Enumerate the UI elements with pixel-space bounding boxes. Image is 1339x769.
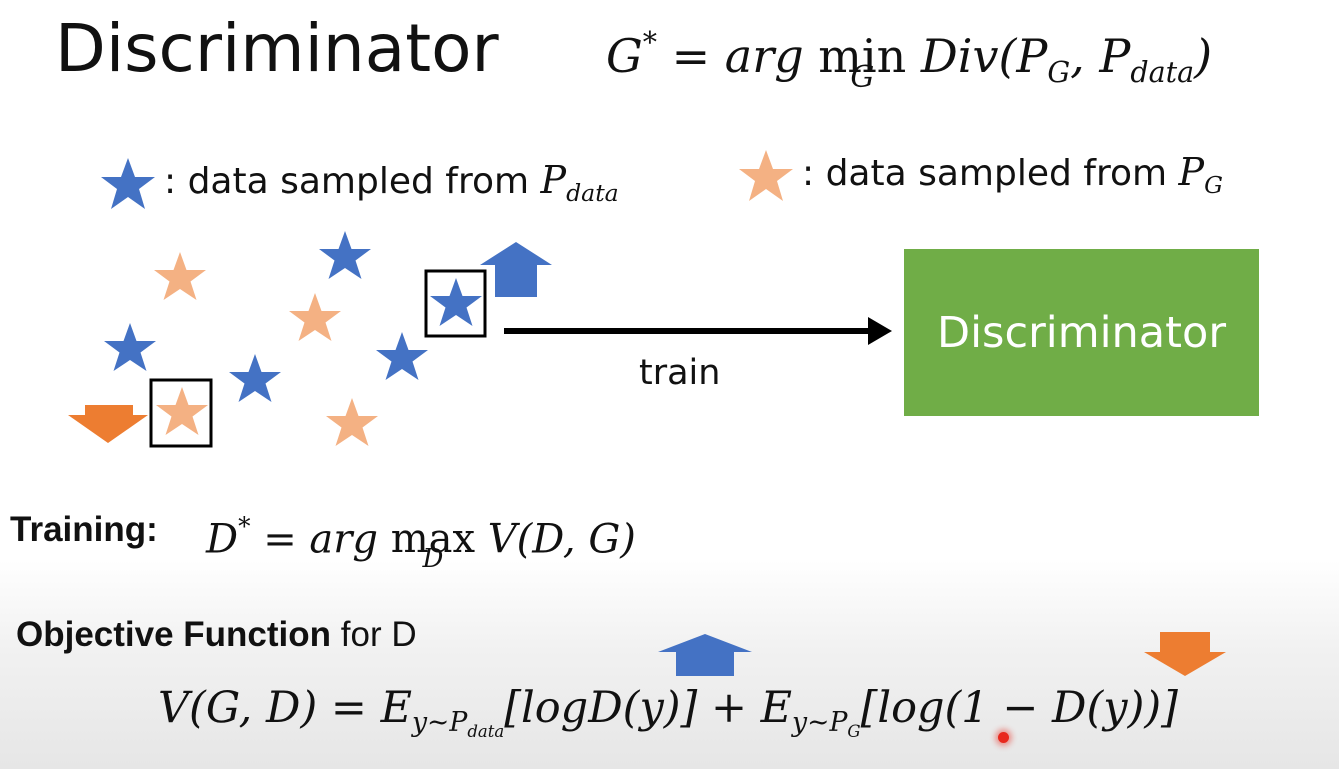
- orange-star-icon: [739, 150, 793, 201]
- training-label: Training:: [10, 510, 158, 549]
- generated-sample-star-icon: [326, 398, 378, 446]
- legend-generated-label: : data sampled from: [802, 153, 1179, 194]
- real-sample-star-icon: [104, 323, 156, 371]
- generated-sample-star-icon: [156, 387, 208, 435]
- legend-real-math: Pdata: [540, 158, 619, 208]
- laser-pointer-dot: [998, 732, 1009, 743]
- selected-real-sample-box: [424, 269, 487, 338]
- real-sample-star-icon: [376, 332, 428, 380]
- legend-generated-math: PG: [1178, 150, 1223, 200]
- minimize-term-arrow-icon: [1144, 632, 1226, 676]
- real-sample-star-icon: [319, 231, 371, 279]
- objective-function-formula: V(G, D) = Ey~Pdata[logD(y)] + Ey~PG[log(…: [158, 683, 1178, 742]
- train-arrow-icon: [868, 317, 892, 345]
- discriminator-box-label: Discriminator: [936, 307, 1226, 358]
- real-sample-star-icon: [229, 354, 281, 402]
- sample-scatter-diagram: [68, 231, 892, 448]
- train-arrow-label: train: [639, 353, 721, 393]
- selected-generated-sample-box: [149, 378, 213, 448]
- real-sample-star-icon: [430, 278, 482, 326]
- decrease-score-arrow-icon: [68, 405, 148, 443]
- increase-score-arrow-icon: [480, 242, 552, 297]
- objective-function-heading: Objective Function for D: [16, 615, 417, 654]
- generated-sample-star-icon: [154, 252, 206, 300]
- slide-title: Discriminator: [55, 10, 499, 87]
- legend-real-label: : data sampled from: [164, 161, 541, 202]
- generated-sample-star-icon: [289, 293, 341, 341]
- blue-star-icon: [101, 158, 155, 209]
- discriminator-box: Discriminator: [904, 249, 1259, 416]
- maximize-term-arrow-icon: [658, 634, 752, 676]
